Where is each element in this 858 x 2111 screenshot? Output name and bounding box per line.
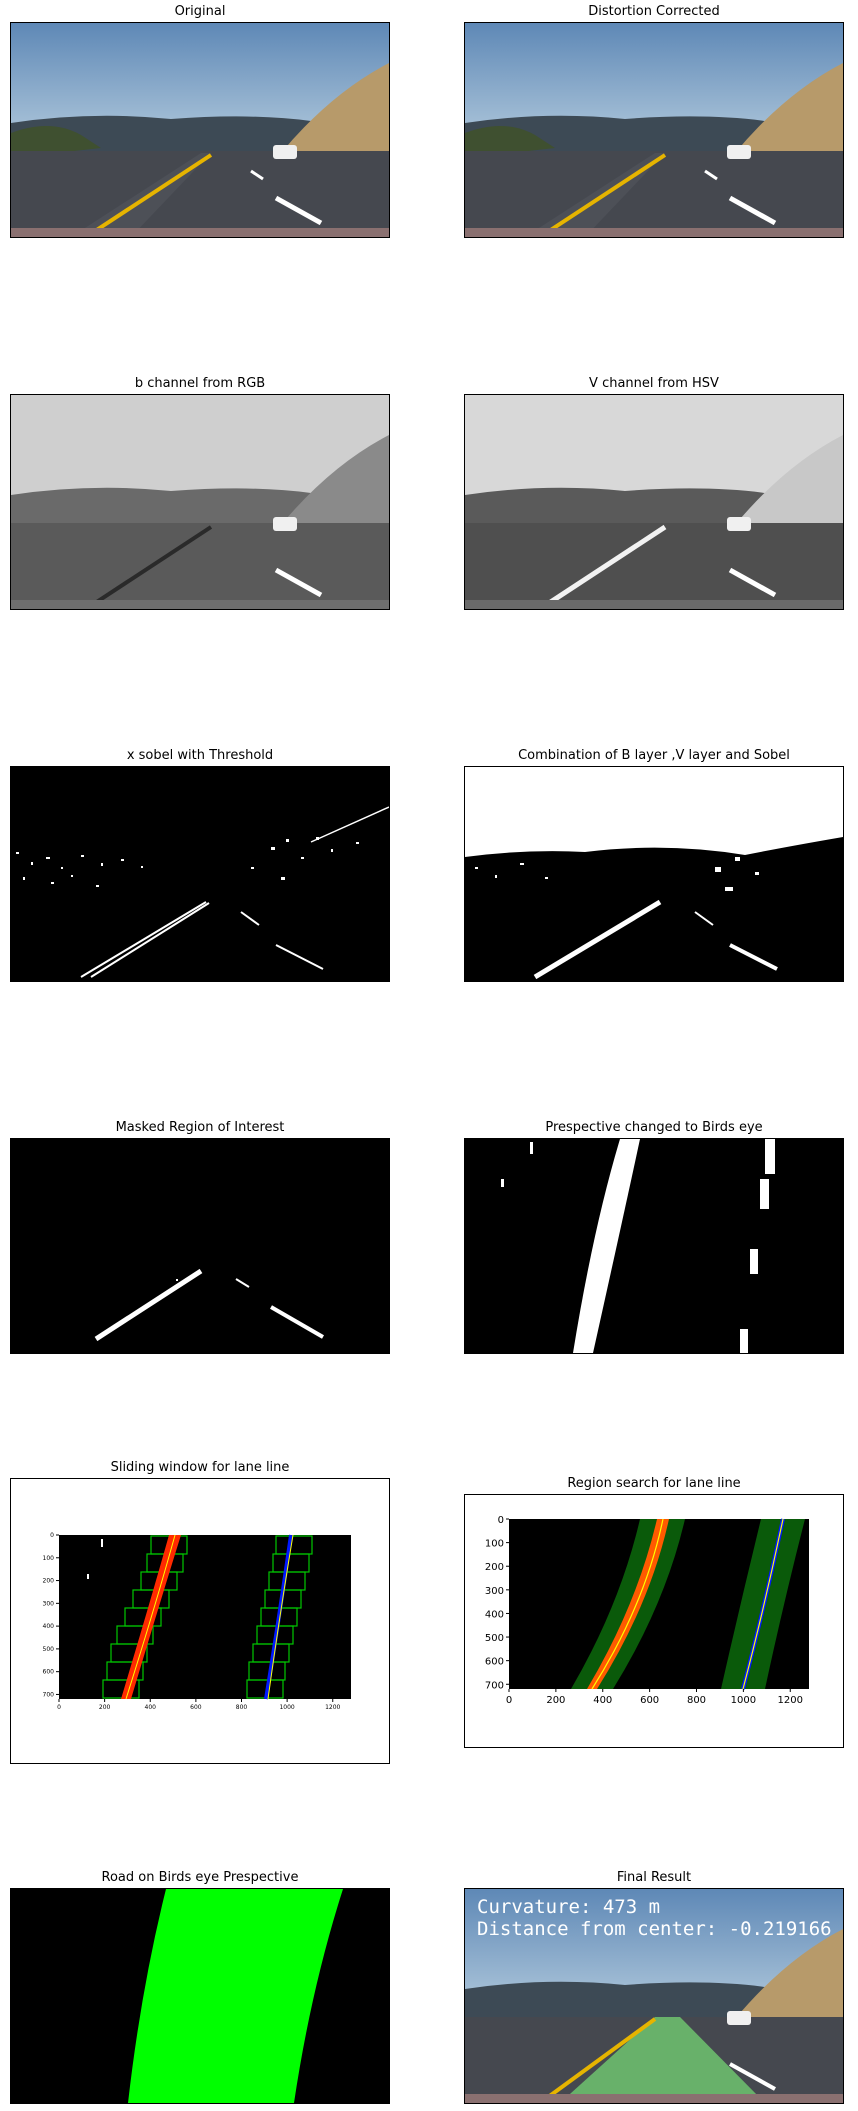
left-lane-pixels bbox=[587, 1519, 669, 1689]
chart-region-search: 0 200 400 600 800 1000 1200 0 100 200 300 400 500 60… bbox=[464, 1494, 844, 1748]
x-tick-label: 600 bbox=[640, 1695, 659, 1706]
image-distortion-corrected bbox=[464, 22, 844, 238]
y-tick-label: 100 bbox=[43, 1555, 55, 1562]
region-search-plot: 0 200 400 600 800 1000 1200 0 100 200 300 400 500 60… bbox=[485, 1515, 809, 1706]
image-birds-eye bbox=[464, 1138, 844, 1354]
y-tick-label: 200 bbox=[485, 1562, 504, 1573]
image-road-birds-eye bbox=[10, 1888, 390, 2104]
x-tick-label: 400 bbox=[593, 1695, 612, 1706]
curvature-text: Curvature: 473 m bbox=[477, 1896, 660, 1918]
x-tick-label: 600 bbox=[190, 1704, 202, 1711]
y-tick-label: 200 bbox=[43, 1578, 55, 1585]
y-tick-label: 500 bbox=[43, 1646, 55, 1653]
sliding-window-plot: 0 200 400 600 800 1000 1200 0 100 200 300 400 500 60… bbox=[43, 1532, 351, 1711]
y-tick-label: 700 bbox=[485, 1680, 504, 1691]
panel-title: b channel from RGB bbox=[134, 376, 266, 391]
image-original bbox=[10, 22, 390, 238]
y-tick-label: 600 bbox=[485, 1657, 504, 1668]
y-tick-label: 400 bbox=[485, 1609, 504, 1620]
panel-title: Sliding window for lane line bbox=[110, 1460, 290, 1475]
y-tick-label: 500 bbox=[485, 1633, 504, 1644]
panel-title: V channel from HSV bbox=[589, 376, 719, 391]
x-tick-label: 0 bbox=[506, 1695, 512, 1706]
panel-title: Original bbox=[174, 4, 226, 19]
x-tick-label: 800 bbox=[687, 1695, 706, 1706]
x-tick-label: 1200 bbox=[778, 1695, 803, 1706]
panel-title: Road on Birds eye Prespective bbox=[101, 1870, 299, 1885]
y-tick-label: 0 bbox=[50, 1532, 54, 1539]
y-tick-label: 400 bbox=[43, 1623, 55, 1630]
plot-area bbox=[59, 1535, 351, 1699]
x-tick-label: 400 bbox=[145, 1704, 157, 1711]
distance-text: Distance from center: -0.219166 m bbox=[477, 1918, 843, 1940]
x-tick-label: 1000 bbox=[731, 1695, 756, 1706]
image-x-sobel bbox=[10, 766, 390, 982]
x-tick-label: 1000 bbox=[279, 1704, 294, 1711]
image-final-result: Curvature: 473 m Distance from center: -… bbox=[464, 1888, 844, 2104]
image-v-channel bbox=[464, 394, 844, 610]
panel-title: Masked Region of Interest bbox=[115, 1120, 285, 1135]
y-tick-label: 700 bbox=[43, 1691, 55, 1698]
y-tick-label: 100 bbox=[485, 1539, 504, 1550]
panel-title: Prespective changed to Birds eye bbox=[545, 1120, 763, 1135]
lane-overlay bbox=[560, 2017, 765, 2103]
x-tick-label: 0 bbox=[57, 1704, 61, 1711]
panel-title: x sobel with Threshold bbox=[126, 748, 274, 763]
x-tick-label: 200 bbox=[546, 1695, 565, 1706]
y-tick-label: 300 bbox=[43, 1600, 55, 1607]
panel-title: Distortion Corrected bbox=[588, 4, 720, 19]
y-tick-label: 0 bbox=[498, 1515, 504, 1526]
y-tick-label: 300 bbox=[485, 1586, 504, 1597]
panel-title: Region search for lane line bbox=[567, 1476, 741, 1491]
x-tick-label: 800 bbox=[236, 1704, 248, 1711]
image-masked-roi bbox=[10, 1138, 390, 1354]
image-b-channel bbox=[10, 394, 390, 610]
lane-area-fill bbox=[128, 1889, 343, 2103]
chart-sliding-window: 0 200 400 600 800 1000 1200 0 100 200 300 400 500 60… bbox=[10, 1478, 390, 1764]
panel-title: Final Result bbox=[616, 1870, 692, 1885]
y-tick-label: 600 bbox=[43, 1669, 55, 1676]
x-tick-label: 200 bbox=[99, 1704, 111, 1711]
x-tick-label: 1200 bbox=[325, 1704, 340, 1711]
image-combination bbox=[464, 766, 844, 982]
panel-title: Combination of B layer ,V layer and Sobe… bbox=[518, 748, 790, 763]
right-lane-pixels bbox=[264, 1534, 293, 1700]
